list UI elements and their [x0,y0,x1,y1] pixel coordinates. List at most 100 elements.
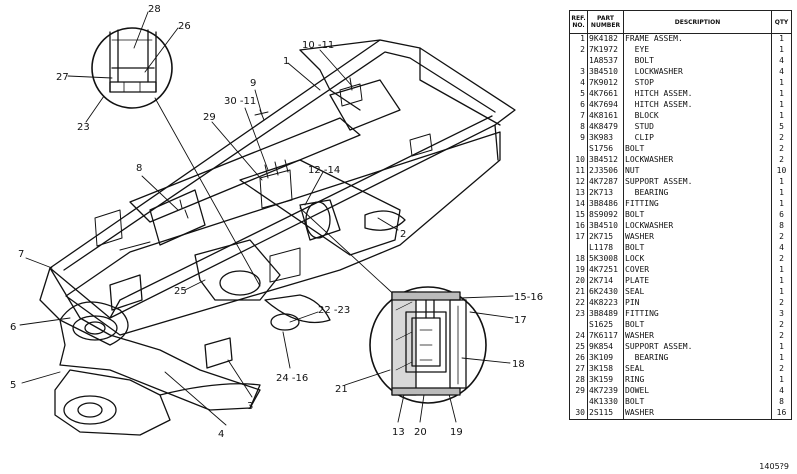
part-number-cell: 7K6117 [587,331,624,342]
part-number-cell: 6K2430 [587,287,624,298]
description-cell: BOLT [623,243,772,254]
description-cell: BOLT [623,397,772,408]
callout-28: 28 [148,4,161,15]
part-number-cell: 3B4510 [587,67,624,78]
ref-cell: 25 [569,342,588,353]
qty-cell: 2 [771,298,792,309]
qty-cell: 1 [771,287,792,298]
qty-cell: 2 [771,331,792,342]
callout-17: 17 [514,315,527,326]
ref-cell [569,144,588,155]
description-cell: COVER [623,265,772,276]
qty-cell: 2 [771,144,792,155]
qty-cell: 2 [771,320,792,331]
description-cell: PLATE [623,276,772,287]
cross-members [129,79,401,256]
drawing-number: 1405?9 [759,462,789,471]
ref-cell: 9 [569,133,588,144]
description-cell: STUD [623,122,772,133]
ref-cell: 17 [569,232,588,243]
ref-cell: 13 [569,188,588,199]
description-cell: WASHER [623,408,772,420]
qty-cell: 1 [771,111,792,122]
ref-cell: 30 [569,408,588,420]
ref-cell: 11 [569,166,588,177]
detail-circle-lower [369,286,487,404]
description-cell: LOCKWASHER [623,221,772,232]
callout-22-23: 22 -23 [318,305,350,316]
callout-12-14: 12 -14 [308,165,340,176]
part-number-cell: 3K158 [587,364,624,375]
ref-cell [569,56,588,67]
part-number-cell: 3K159 [587,375,624,386]
callout-2: 2 [400,229,406,240]
ref-cell: 26 [569,353,588,364]
qty-cell: 1 [771,33,792,45]
part-number-cell: 4K7661 [587,89,624,100]
ref-cell: 6 [569,100,588,111]
qty-cell: 1 [771,177,792,188]
part-number-cell: 4K7694 [587,100,624,111]
ref-cell: 2 [569,45,588,56]
frame-rails [49,39,516,336]
callout-29: 29 [203,112,216,123]
ref-cell: 5 [569,89,588,100]
description-cell: EYE [623,45,772,56]
part-number-cell: 4K8479 [587,122,624,133]
callout-6: 6 [10,322,16,333]
qty-cell: 1 [771,375,792,386]
qty-cell: 4 [771,243,792,254]
qty-cell: 1 [771,342,792,353]
part-number-cell: 1A8537 [587,56,624,67]
part-number-cell: 3B4512 [587,155,624,166]
part-number-cell: 3K983 [587,133,624,144]
callout-5: 5 [10,380,16,391]
callout-labels: 28 26 27 23 10 -11 1 9 30 -11 29 8 12 -1… [10,4,543,440]
description-cell: BOLT [623,210,772,221]
part-number-cell: S1625 [587,320,624,331]
part-number-cell: 8S9092 [587,210,624,221]
description-cell: STOP [623,78,772,89]
description-cell: LOCK [623,254,772,265]
support-assembly [109,199,406,369]
description-cell: NUT [623,166,772,177]
callout-8: 8 [136,163,142,174]
description-cell: BOLT [623,144,772,155]
qty-cell: 1 [771,199,792,210]
qty-cell: 10 [771,166,792,177]
qty-cell: 2 [771,232,792,243]
part-number-cell: 3B8486 [587,199,624,210]
part-number-cell: 4K1330 [587,397,624,408]
part-number-cell: 3K109 [587,353,624,364]
callout-23: 23 [77,122,90,133]
part-number-cell: 4K8223 [587,298,624,309]
description-cell: PIN [623,298,772,309]
description-cell: LOCKWASHER [623,67,772,78]
header-part-number: PART NUMBER [587,10,624,34]
part-number-cell: 2K715 [587,232,624,243]
description-cell: WASHER [623,331,772,342]
qty-cell: 8 [771,397,792,408]
callout-26: 26 [178,21,191,32]
part-number-cell: 2S115 [587,408,624,420]
ref-cell [569,397,588,408]
ref-cell [569,243,588,254]
callout-9: 9 [250,78,256,89]
